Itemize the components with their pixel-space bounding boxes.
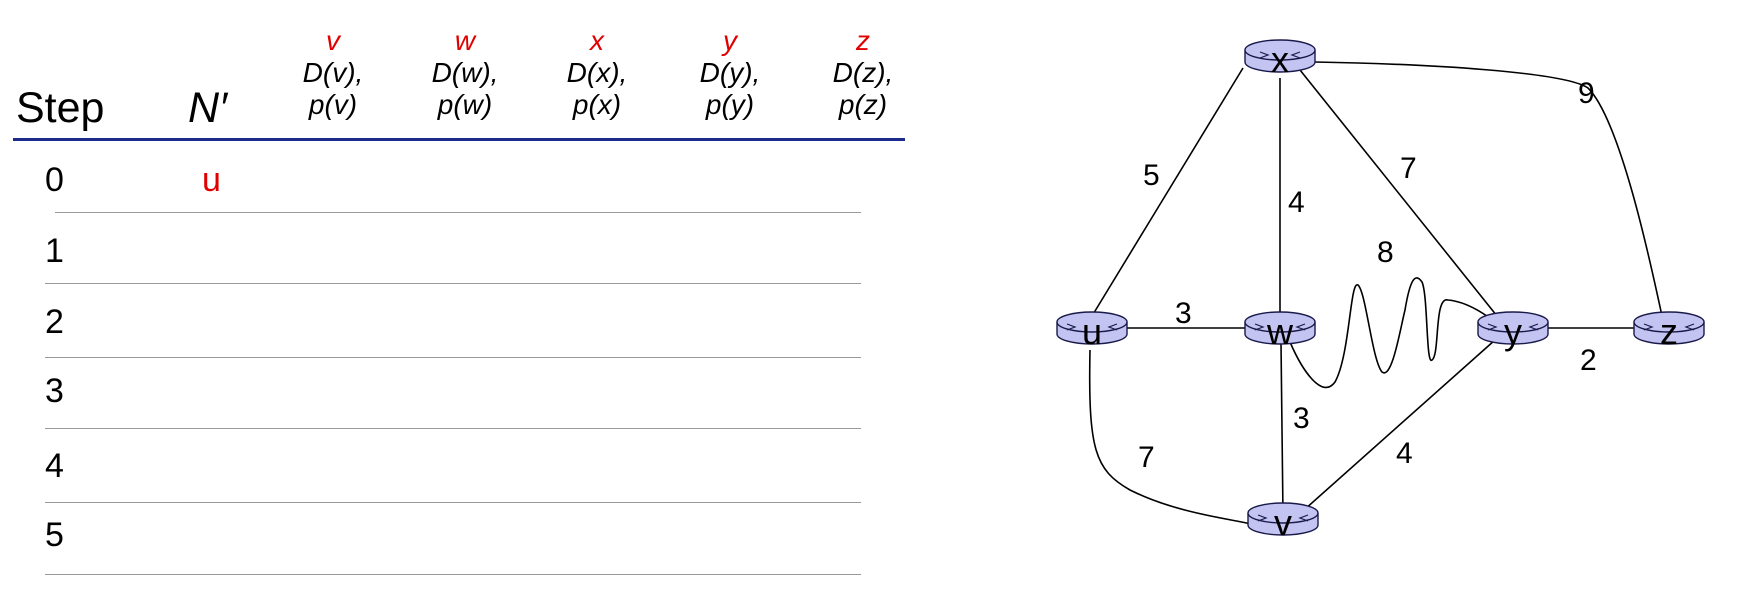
row-step-2: 2 <box>45 303 64 341</box>
header-distance: D(y), <box>699 57 761 88</box>
edge-v-y <box>1294 339 1496 519</box>
header-step: Step <box>16 84 105 132</box>
row-step-0: 0 <box>45 161 64 199</box>
header-predecessor: p(y) <box>705 89 755 120</box>
router-node-u: u <box>1056 311 1128 352</box>
header-col-y: y D(y), p(y) <box>675 25 785 121</box>
header-distance: D(z), <box>832 57 894 88</box>
node-label: z <box>1660 311 1678 352</box>
node-label: x <box>1271 39 1289 80</box>
header-col-z: z D(z), p(z) <box>808 25 918 121</box>
edge-cost-u-x: 5 <box>1143 159 1160 192</box>
node-label: w <box>1266 311 1294 352</box>
router-node-y: y <box>1477 311 1549 352</box>
header-var: z <box>856 25 870 56</box>
header-col-v: v D(v), p(v) <box>278 25 388 121</box>
edge-cost-w-y: 8 <box>1377 236 1394 269</box>
header-var: v <box>326 25 340 56</box>
header-col-w: w D(w), p(w) <box>410 25 520 121</box>
edge-cost-x-w: 4 <box>1288 186 1305 219</box>
row-step-5: 5 <box>45 516 64 554</box>
edge-cost-u-w: 3 <box>1175 297 1192 330</box>
router-node-v: v <box>1247 502 1319 543</box>
header-distance: D(x), <box>566 57 628 88</box>
edge-u-x <box>1091 67 1244 317</box>
row-divider <box>45 574 861 575</box>
row-divider <box>45 502 861 503</box>
header-var: y <box>723 25 737 56</box>
row-divider <box>45 283 861 284</box>
header-predecessor: p(x) <box>572 89 622 120</box>
edge-cost-x-y: 7 <box>1400 152 1417 185</box>
edge-u-v <box>1088 349 1256 526</box>
header-predecessor: p(v) <box>308 89 358 120</box>
row-divider <box>45 428 861 429</box>
network-graph: 5 3 7 4 7 9 8 3 4 2 x u w y <box>1056 39 1705 543</box>
edge-w-v <box>1280 342 1284 516</box>
row-nprime-0: u <box>202 161 221 199</box>
edge-cost-u-v: 7 <box>1138 441 1155 474</box>
edge-x-y <box>1299 69 1498 317</box>
row-step-3: 3 <box>45 372 64 410</box>
header-predecessor: p(w) <box>437 89 493 120</box>
header-predecessor: p(z) <box>838 89 888 120</box>
header-var: w <box>454 25 476 56</box>
header-col-x: x D(x), p(x) <box>542 25 652 121</box>
row-step-1: 1 <box>45 232 64 270</box>
row-divider <box>55 212 861 213</box>
router-node-x: x <box>1244 39 1316 80</box>
row-step-4: 4 <box>45 447 64 485</box>
header-nprime: N′ <box>188 84 228 132</box>
header-rule <box>13 138 905 141</box>
edge-cost-v-y: 4 <box>1396 437 1413 470</box>
graph-edges <box>1088 61 1663 526</box>
router-node-w: w <box>1244 311 1316 352</box>
header-distance: D(w), <box>431 57 499 88</box>
edge-cost-w-v: 3 <box>1293 402 1310 435</box>
node-label: u <box>1082 311 1102 352</box>
edge-cost-x-z: 9 <box>1578 77 1595 110</box>
edge-costs: 5 3 7 4 7 9 8 3 4 2 <box>1138 77 1597 474</box>
node-label: y <box>1504 311 1522 352</box>
edge-w-y <box>1289 277 1503 389</box>
edge-x-z <box>1314 61 1663 317</box>
edge-cost-y-z: 2 <box>1580 344 1597 377</box>
row-divider <box>45 357 861 358</box>
header-var: x <box>590 25 604 56</box>
router-node-z: z <box>1633 311 1705 352</box>
header-distance: D(v), <box>302 57 364 88</box>
node-label: v <box>1274 502 1292 543</box>
